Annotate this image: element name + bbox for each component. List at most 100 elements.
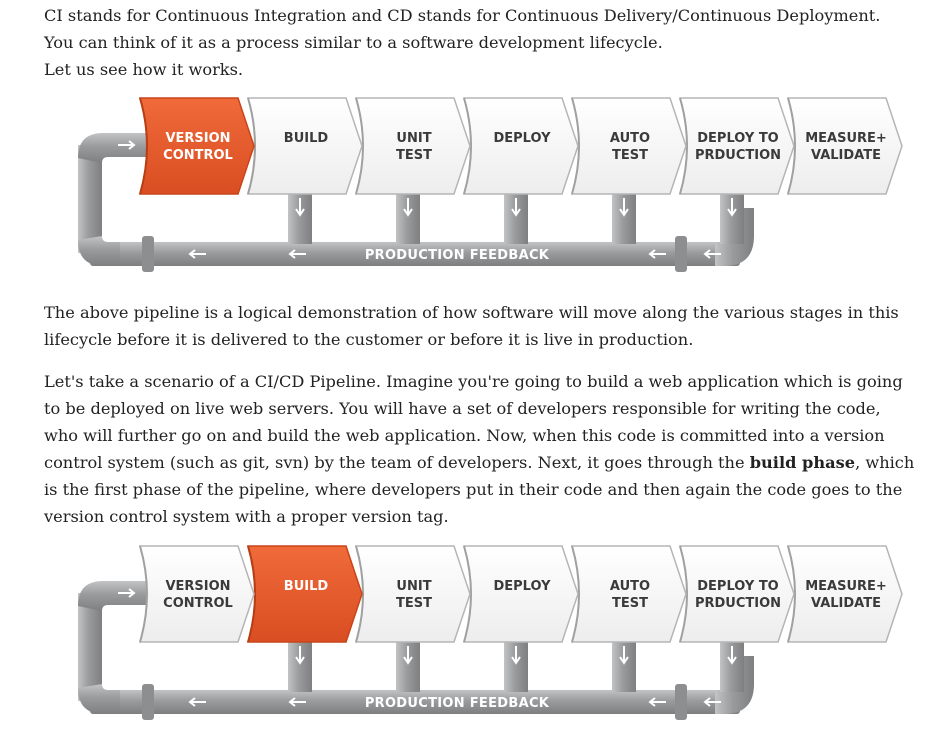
stage-3: UNIT TEST bbox=[355, 545, 471, 643]
left-riser-pipe bbox=[78, 145, 102, 253]
description-line-1: The above pipeline is a logical demonstr… bbox=[44, 303, 899, 322]
stage-label-line-1: DEPLOY TO bbox=[697, 131, 778, 146]
feedback-pipe bbox=[90, 690, 740, 714]
bottom-left-bend bbox=[78, 236, 120, 266]
stage-box bbox=[355, 97, 471, 195]
stage-7: MEASURE+ VALIDATE bbox=[787, 97, 903, 195]
pipe-coupling bbox=[142, 684, 154, 720]
stage-edge bbox=[463, 545, 472, 643]
stage-box bbox=[247, 97, 363, 195]
feedback-label: PRODUCTION FEEDBACK bbox=[365, 696, 550, 711]
stage-edge bbox=[139, 545, 148, 643]
stage-edge bbox=[571, 545, 580, 643]
scenario-line-1: Let's take a scenario of a CI/CD Pipelin… bbox=[44, 372, 903, 391]
bottom-left-bend bbox=[78, 684, 120, 714]
stage-label-line-1: AUTO bbox=[610, 131, 650, 146]
left-arrow-icon bbox=[188, 697, 206, 707]
pipeline-svg: PRODUCTION FEEDBACK MEASURE+ VALIDATE DEPLO… bbox=[78, 545, 903, 720]
stage-label-line-1: UNIT bbox=[396, 579, 431, 594]
stage-6: DEPLOY TO PRDUCTION bbox=[679, 97, 795, 195]
left-arrow-icon bbox=[288, 697, 306, 707]
stage-label-line-1: VERSION bbox=[165, 131, 230, 146]
stage-label-line-1: DEPLOY bbox=[493, 579, 551, 594]
stage-2: BUILD bbox=[247, 545, 363, 643]
stage-box bbox=[247, 545, 363, 643]
build-phase-emphasis: build phase bbox=[749, 453, 856, 472]
scenario-line-6: version control system with a proper ver… bbox=[44, 507, 449, 526]
stage-box bbox=[355, 545, 471, 643]
intro-paragraph: CI stands for Continuous Integration and… bbox=[44, 2, 904, 83]
left-arrow-icon bbox=[703, 697, 721, 707]
left-arrow-icon bbox=[188, 249, 206, 259]
description-line-2: lifecycle before it is delivered to the … bbox=[44, 330, 694, 349]
pipe-coupling bbox=[675, 236, 687, 272]
pipe-coupling bbox=[675, 684, 687, 720]
stage-7: MEASURE+ VALIDATE bbox=[787, 545, 903, 643]
stage-label-line-2: PRDUCTION bbox=[695, 148, 781, 163]
scenario-line-4-start: control system (such as git, svn) by the… bbox=[44, 453, 750, 472]
down-arrow-icon bbox=[727, 198, 737, 217]
down-arrow-icon bbox=[511, 646, 521, 665]
scenario-line-4-end: , which bbox=[855, 453, 915, 472]
top-left-bend bbox=[78, 133, 150, 163]
stage-label-line-1: DEPLOY bbox=[493, 131, 551, 146]
stage-label-line-2: PRDUCTION bbox=[695, 596, 781, 611]
stage-box bbox=[679, 545, 795, 643]
pipeline-svg: PRODUCTION FEEDBACK MEASURE+ VALIDATE DEPLO… bbox=[78, 97, 903, 272]
left-arrow-icon bbox=[288, 249, 306, 259]
stage-label-line-2: TEST bbox=[612, 596, 648, 611]
scenario-line-3: who will further go on and build the web… bbox=[44, 426, 885, 445]
left-arrow-icon bbox=[648, 697, 666, 707]
feedback-pipe bbox=[90, 242, 740, 266]
stage-edge bbox=[139, 97, 148, 195]
stage-label-line-1: MEASURE+ bbox=[805, 579, 887, 594]
stage-box bbox=[571, 545, 687, 643]
stage-label-line-2: TEST bbox=[396, 596, 432, 611]
down-arrow-icon bbox=[295, 646, 305, 665]
stage-label-line-2: CONTROL bbox=[163, 148, 233, 163]
pipe-coupling bbox=[142, 236, 154, 272]
left-riser-pipe bbox=[78, 593, 102, 701]
stage-edge bbox=[463, 97, 472, 195]
stage-4: DEPLOY bbox=[463, 97, 579, 195]
pipeline-diagram-version-control: PRODUCTION FEEDBACK MEASURE+ VALIDATE DEPLO… bbox=[60, 90, 910, 280]
stage-label-line-1: BUILD bbox=[284, 579, 329, 594]
stage-box bbox=[463, 97, 579, 195]
stage-label-line-1: DEPLOY TO bbox=[697, 579, 778, 594]
intro-line-3: Let us see how it works. bbox=[44, 60, 244, 79]
stage-label-line-2: VALIDATE bbox=[811, 148, 881, 163]
stage-edge bbox=[247, 545, 256, 643]
left-arrow-icon bbox=[703, 249, 721, 259]
stage-label-line-2: CONTROL bbox=[163, 596, 233, 611]
stage-edge bbox=[679, 97, 688, 195]
stage-edge bbox=[355, 545, 364, 643]
stage-box bbox=[787, 97, 903, 195]
stage-edge bbox=[679, 545, 688, 643]
down-arrow-icon bbox=[619, 646, 629, 665]
stage-edge bbox=[787, 97, 796, 195]
left-arrow-icon bbox=[648, 249, 666, 259]
stage-label-line-2: VALIDATE bbox=[811, 596, 881, 611]
stage-box bbox=[139, 545, 255, 643]
stage-edge bbox=[355, 97, 364, 195]
stage-label-line-1: UNIT bbox=[396, 131, 431, 146]
stage-box bbox=[463, 545, 579, 643]
stage-edge bbox=[787, 545, 796, 643]
stage-1: VERSION CONTROL bbox=[139, 97, 255, 195]
feedback-label: PRODUCTION FEEDBACK bbox=[365, 248, 550, 263]
stage-label-line-1: BUILD bbox=[284, 131, 329, 146]
down-arrow-icon bbox=[511, 198, 521, 217]
stage-box bbox=[139, 97, 255, 195]
stage-6: DEPLOY TO PRDUCTION bbox=[679, 545, 795, 643]
stage-label-line-1: MEASURE+ bbox=[805, 131, 887, 146]
right-arrow-icon bbox=[118, 140, 136, 150]
scenario-line-2: to be deployed on live web servers. You … bbox=[44, 399, 881, 418]
stage-box bbox=[679, 97, 795, 195]
down-arrow-icon bbox=[403, 198, 413, 217]
stage-box bbox=[787, 545, 903, 643]
stage-4: DEPLOY bbox=[463, 545, 579, 643]
top-left-bend bbox=[78, 581, 150, 611]
